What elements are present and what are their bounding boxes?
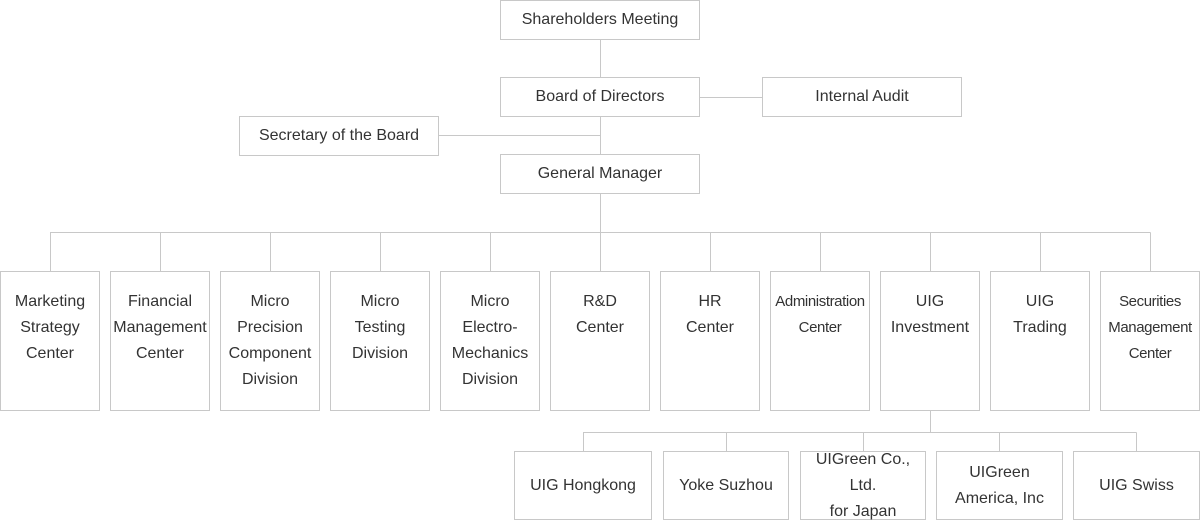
node-label-line: Investment xyxy=(890,319,970,336)
node-general-manager: General Manager xyxy=(500,154,700,194)
node-label-line: Precision xyxy=(237,319,303,336)
node-label-line: Financial xyxy=(127,293,192,310)
node-label: Internal Audit xyxy=(815,84,908,110)
node-label-line: for Japan xyxy=(829,502,897,520)
node-label-line: America, Inc xyxy=(955,489,1044,507)
sub-uig-hongkong: UIG Hongkong xyxy=(514,451,652,520)
node-label-line: Shareholders Meeting xyxy=(521,11,679,28)
sub-yoke-suzhou: Yoke Suzhou xyxy=(663,451,789,520)
node-label-line: Component xyxy=(228,345,312,362)
node-shareholders-meeting: Shareholders Meeting xyxy=(500,0,700,40)
node-label-line: UIG xyxy=(1025,293,1055,310)
node-label-line: UIGreen xyxy=(969,463,1030,481)
node-label-line: Micro xyxy=(250,293,290,310)
node-label-line: Center xyxy=(25,345,75,362)
node-label-line: Division xyxy=(461,371,518,388)
node-label: Secretary of the Board xyxy=(259,123,419,149)
node-label: UIG Investment xyxy=(891,289,969,341)
node-label: HR Center xyxy=(686,289,734,341)
node-label-line: Administration xyxy=(775,293,865,310)
node-label-line: UIGreen Co., Ltd. xyxy=(815,450,911,494)
node-label-line: Securities xyxy=(1119,293,1181,310)
node-label: General Manager xyxy=(538,161,663,187)
node-label-line: Management xyxy=(113,319,207,336)
dept-uig-investment: UIG Investment xyxy=(880,271,980,411)
node-label-line: Division xyxy=(351,345,408,362)
dept-uig-trading: UIG Trading xyxy=(990,271,1090,411)
node-label-line: UIG Hongkong xyxy=(530,476,636,494)
node-label-line: Center xyxy=(135,345,184,362)
node-secretary-of-the-board: Secretary of the Board xyxy=(239,116,439,156)
node-label: UIG Hongkong xyxy=(530,473,636,499)
node-label-line: Electro- xyxy=(462,319,518,336)
node-label: UIG Swiss xyxy=(1099,473,1174,499)
node-label-line: Trading xyxy=(1013,319,1067,336)
node-label-line: Yoke Suzhou xyxy=(679,476,773,494)
node-label-line: Internal Audit xyxy=(815,88,909,105)
node-label-line: UIG Swiss xyxy=(1099,476,1174,494)
node-label-line: Testing xyxy=(354,319,406,336)
node-label-line: Mechanics xyxy=(451,345,529,362)
node-label-line: Strategy xyxy=(20,319,80,336)
node-label: UIG Trading xyxy=(1013,289,1067,341)
node-label-line: Center xyxy=(798,319,842,336)
node-label: Board of Directors xyxy=(536,84,665,110)
node-label-line: Division xyxy=(241,371,298,388)
node-label-line: Micro xyxy=(470,293,510,310)
node-label-line: Micro xyxy=(360,293,400,310)
sub-uig-swiss: UIG Swiss xyxy=(1073,451,1200,520)
node-label-line: General Manager xyxy=(537,165,663,182)
node-label: Yoke Suzhou xyxy=(679,473,773,499)
node-label-line: UIG xyxy=(915,293,945,310)
node-label-line: Board of Directors xyxy=(535,88,665,105)
dept-hr-center: HR Center xyxy=(660,271,760,411)
node-label-line: Secretary of the Board xyxy=(258,127,420,144)
dept-rnd-center: R&D Center xyxy=(550,271,650,411)
node-label-line: Center xyxy=(575,319,625,336)
node-label-line: Marketing xyxy=(14,293,86,310)
node-label: R&D Center xyxy=(576,289,624,341)
node-label-line: R&D xyxy=(583,293,617,310)
node-board-of-directors: Board of Directors xyxy=(500,77,700,117)
node-label: UIGreen Co., Ltd. for Japan xyxy=(801,447,925,520)
node-label-line: Center xyxy=(685,319,735,336)
node-label-line: Management xyxy=(1108,319,1192,336)
node-label-line: Center xyxy=(1128,345,1172,362)
node-internal-audit: Internal Audit xyxy=(762,77,962,117)
sub-uigreen-japan: UIGreen Co., Ltd. for Japan xyxy=(800,451,926,520)
node-label-line: HR xyxy=(698,293,722,310)
node-label: Shareholders Meeting xyxy=(522,7,679,33)
